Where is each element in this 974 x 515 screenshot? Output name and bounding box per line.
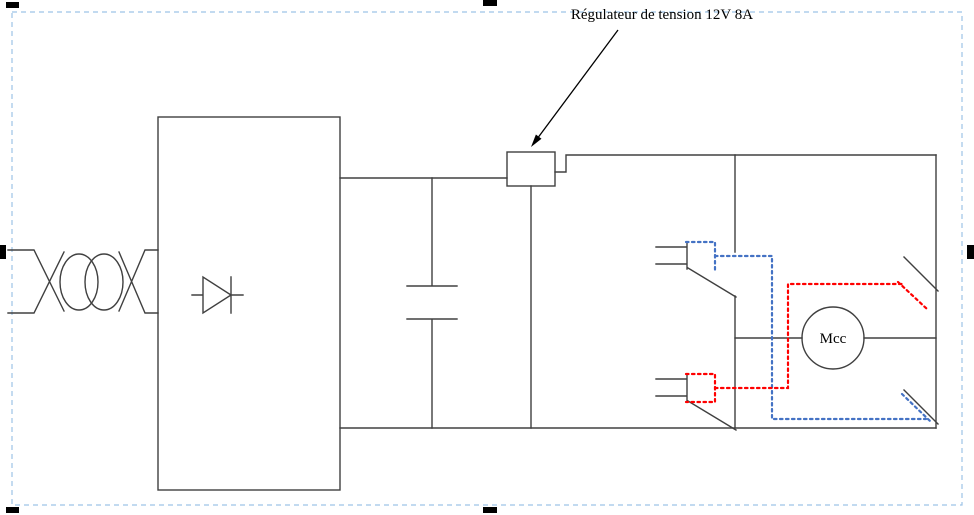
crop-mark-top-left [6, 2, 19, 8]
motor-label: Mcc [820, 331, 847, 347]
crop-mark-bottom-center [483, 507, 497, 513]
crop-mark-right-center [967, 245, 974, 259]
dotted-path-blue [684, 240, 932, 423]
capacitor-symbol [406, 177, 458, 429]
switch-top-right [903, 256, 939, 292]
switch-bottom-right [903, 389, 939, 425]
diode-icon [191, 275, 244, 315]
transformer-coil-left [59, 253, 99, 311]
dotted-path-red [684, 280, 929, 404]
wire-top-right [554, 154, 937, 173]
crop-mark-bottom-left [6, 507, 19, 513]
regulator-box [506, 151, 556, 187]
arrow-head-icon [531, 134, 542, 147]
circuit-wiring [7, 116, 939, 491]
rectifier-box [157, 116, 341, 491]
transformer-leads-left [7, 249, 65, 314]
transformer-symbol [7, 249, 159, 314]
regulator-annotation-label: Régulateur de tension 12V 8A [571, 7, 753, 23]
motor-symbol [801, 306, 865, 370]
arrow-shaft [536, 29, 619, 140]
transformer-coil-right [84, 253, 124, 311]
transformer-leads-right [118, 249, 159, 314]
switch-top-left [655, 241, 737, 298]
crop-mark-left-center [0, 245, 6, 259]
annotation-arrow [531, 29, 619, 147]
crop-mark-top-center [483, 0, 497, 6]
switch-bottom-left [655, 373, 737, 431]
page-dashed-border [11, 11, 963, 506]
